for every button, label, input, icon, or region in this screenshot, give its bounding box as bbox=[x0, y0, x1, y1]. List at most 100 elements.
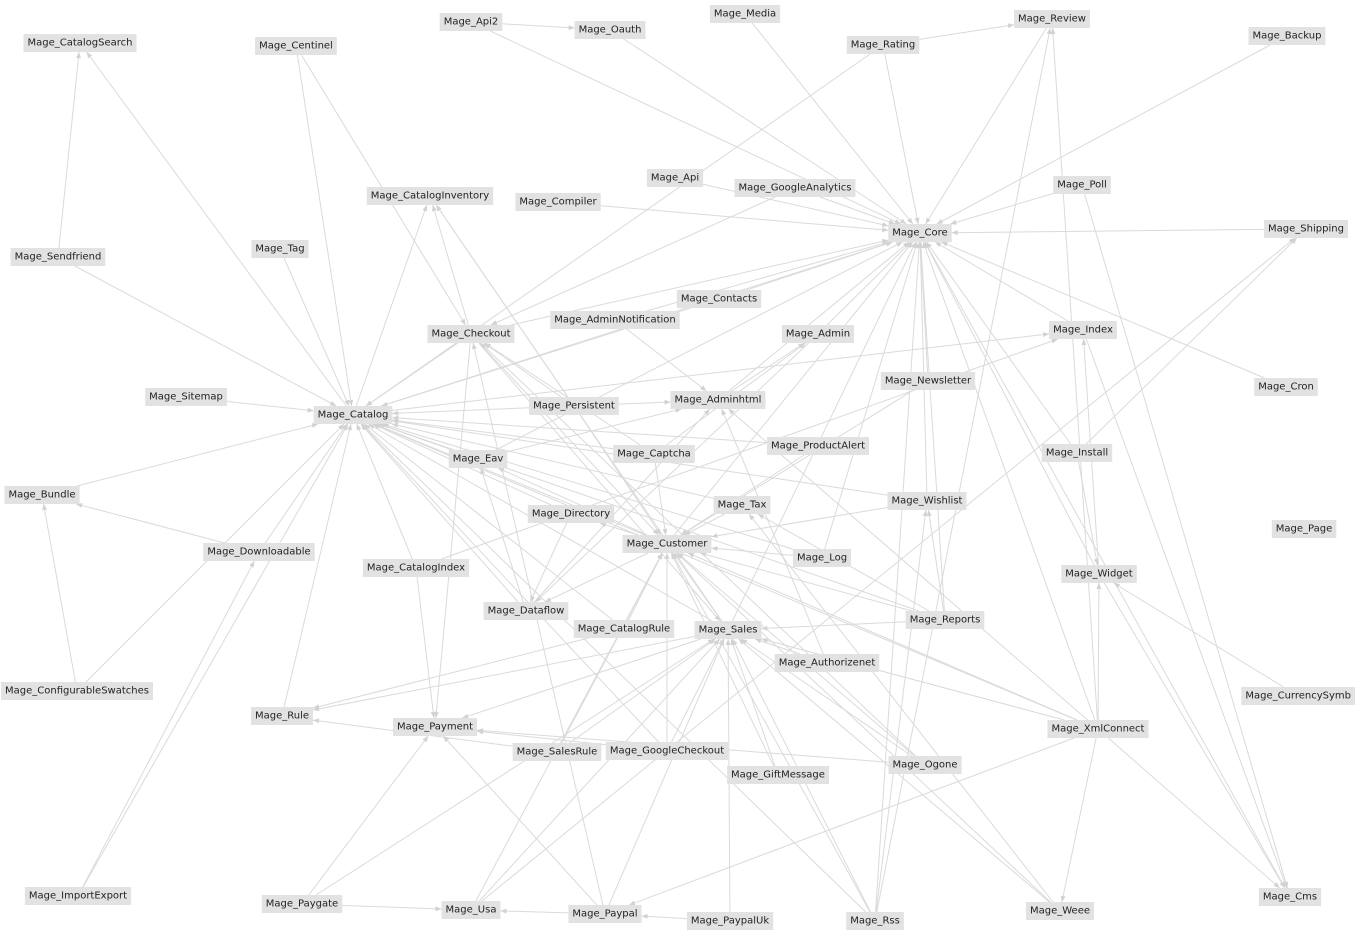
node-mage-paypaluk[interactable]: Mage_PaypalUk bbox=[686, 912, 774, 930]
node-mage-payment[interactable]: Mage_Payment bbox=[393, 718, 477, 736]
node-mage-paypal[interactable]: Mage_Paypal bbox=[568, 905, 642, 923]
node-mage-eav[interactable]: Mage_Eav bbox=[448, 450, 508, 468]
node-mage-install[interactable]: Mage_Install bbox=[1041, 444, 1113, 462]
node-mage-adminhtml[interactable]: Mage_Adminhtml bbox=[670, 391, 766, 409]
node-mage-weee[interactable]: Mage_Weee bbox=[1026, 902, 1094, 920]
node-label: Mage_Widget bbox=[1065, 569, 1133, 580]
node-mage-rss[interactable]: Mage_Rss bbox=[846, 912, 904, 930]
node-box bbox=[846, 36, 920, 54]
edge-arrowhead bbox=[344, 399, 349, 406]
node-label: Mage_XmlConnect bbox=[1052, 724, 1145, 735]
node-mage-oauth[interactable]: Mage_Oauth bbox=[574, 21, 646, 39]
edge-arrowhead bbox=[382, 423, 389, 429]
node-box bbox=[515, 193, 601, 211]
edge-arrowhead bbox=[629, 900, 636, 906]
edge-arrowhead bbox=[599, 522, 607, 528]
node-mage-cataloginventory[interactable]: Mage_CatalogInventory bbox=[366, 187, 494, 205]
node-mage-tag[interactable]: Mage_Tag bbox=[251, 240, 309, 258]
node-mage-dataflow[interactable]: Mage_Dataflow bbox=[483, 602, 569, 620]
node-mage-checkout[interactable]: Mage_Checkout bbox=[427, 325, 515, 343]
node-mage-reports[interactable]: Mage_Reports bbox=[905, 611, 985, 629]
node-mage-salesrule[interactable]: Mage_SalesRule bbox=[512, 743, 602, 761]
node-mage-adminnotification[interactable]: Mage_AdminNotification bbox=[550, 311, 680, 329]
node-mage-centinel[interactable]: Mage_Centinel bbox=[255, 37, 337, 55]
node-box bbox=[251, 707, 313, 725]
node-box bbox=[670, 391, 766, 409]
node-mage-api2[interactable]: Mage_Api2 bbox=[439, 13, 503, 31]
node-mage-sales[interactable]: Mage_Sales bbox=[694, 621, 762, 639]
node-mage-admin[interactable]: Mage_Admin bbox=[781, 325, 854, 343]
node-mage-googleanalytics[interactable]: Mage_GoogleAnalytics bbox=[734, 179, 856, 197]
node-mage-paygate[interactable]: Mage_Paygate bbox=[261, 895, 343, 913]
edge-mage-tax-to-mage-catalog bbox=[391, 423, 714, 499]
node-mage-downloadable[interactable]: Mage_Downloadable bbox=[203, 543, 315, 561]
node-label: Mage_Admin bbox=[786, 329, 850, 340]
edge-mage-centinel-to-mage-catalog bbox=[296, 54, 353, 407]
edge-arrowhead bbox=[366, 400, 373, 406]
node-mage-core[interactable]: Mage_Core bbox=[888, 224, 952, 242]
edge-mage-catalog-to-mage-catalogsearch bbox=[86, 51, 347, 407]
node-mage-review[interactable]: Mage_Review bbox=[1014, 10, 1090, 28]
node-label: Mage_Persistent bbox=[533, 401, 615, 412]
edge-arrowhead bbox=[329, 401, 337, 406]
node-label: Mage_GoogleCheckout bbox=[610, 746, 724, 757]
edge-mage-xmlconnect-to-mage-catalog bbox=[374, 423, 1077, 721]
node-label: Mage_Customer bbox=[627, 539, 709, 550]
node-mage-customer[interactable]: Mage_Customer bbox=[622, 535, 712, 553]
node-mage-cms[interactable]: Mage_Cms bbox=[1258, 888, 1322, 906]
node-mage-importexport[interactable]: Mage_ImportExport bbox=[24, 887, 132, 905]
node-mage-catalog[interactable]: Mage_Catalog bbox=[313, 406, 393, 424]
node-mage-index[interactable]: Mage_Index bbox=[1049, 321, 1117, 339]
node-mage-directory[interactable]: Mage_Directory bbox=[527, 505, 615, 523]
node-mage-productalert[interactable]: Mage_ProductAlert bbox=[767, 437, 869, 455]
node-mage-compiler[interactable]: Mage_Compiler bbox=[515, 193, 601, 211]
edge-arrowhead bbox=[1282, 881, 1287, 888]
node-mage-currencysymb[interactable]: Mage_CurrencySymb bbox=[1241, 687, 1355, 705]
node-mage-xmlconnect[interactable]: Mage_XmlConnect bbox=[1047, 720, 1149, 738]
edge-mage-eav-to-mage-core bbox=[495, 241, 903, 451]
node-label: Mage_Weee bbox=[1030, 906, 1090, 917]
node-mage-poll[interactable]: Mage_Poll bbox=[1053, 176, 1111, 194]
node-mage-log[interactable]: Mage_Log bbox=[792, 549, 851, 567]
node-mage-wishlist[interactable]: Mage_Wishlist bbox=[887, 492, 967, 510]
node-mage-ogone[interactable]: Mage_Ogone bbox=[888, 756, 962, 774]
node-mage-sendfriend[interactable]: Mage_Sendfriend bbox=[10, 248, 106, 266]
node-mage-rating[interactable]: Mage_Rating bbox=[846, 36, 920, 54]
node-mage-giftmessage[interactable]: Mage_GiftMessage bbox=[727, 766, 829, 784]
node-label: Mage_Compiler bbox=[519, 197, 597, 208]
node-mage-rule[interactable]: Mage_Rule bbox=[251, 707, 313, 725]
node-mage-page[interactable]: Mage_Page bbox=[1271, 520, 1337, 538]
node-mage-cron[interactable]: Mage_Cron bbox=[1254, 378, 1318, 396]
edge-mage-xmlconnect-to-mage-cms bbox=[1107, 737, 1281, 889]
node-label: Mage_ProductAlert bbox=[771, 441, 865, 452]
edge-mage-productalert-to-mage-customer bbox=[680, 454, 805, 536]
node-label: Mage_Page bbox=[1276, 524, 1332, 535]
edge-mage-paypal-to-mage-checkout bbox=[472, 342, 604, 906]
edge-mage-bundle-to-mage-catalog bbox=[76, 423, 319, 487]
node-mage-backup[interactable]: Mage_Backup bbox=[1248, 27, 1326, 45]
edge-mage-xmlconnect-to-mage-customer bbox=[687, 552, 1078, 721]
node-mage-persistent[interactable]: Mage_Persistent bbox=[529, 397, 619, 415]
edge-arrowhead bbox=[907, 217, 913, 224]
edge-arrowhead bbox=[732, 639, 738, 646]
edge-arrowhead bbox=[894, 219, 901, 224]
node-mage-configurableswatches[interactable]: Mage_ConfigurableSwatches bbox=[1, 682, 153, 700]
node-mage-widget[interactable]: Mage_Widget bbox=[1061, 565, 1137, 583]
edge-arrowhead bbox=[713, 639, 720, 646]
node-mage-authorizenet[interactable]: Mage_Authorizenet bbox=[774, 654, 880, 672]
node-mage-catalogindex[interactable]: Mage_CatalogIndex bbox=[362, 559, 470, 577]
node-mage-sitemap[interactable]: Mage_Sitemap bbox=[145, 388, 227, 406]
node-mage-catalogrule[interactable]: Mage_CatalogRule bbox=[573, 620, 675, 638]
node-mage-catalogsearch[interactable]: Mage_CatalogSearch bbox=[23, 34, 137, 52]
node-mage-bundle[interactable]: Mage_Bundle bbox=[4, 486, 80, 504]
node-mage-media[interactable]: Mage_Media bbox=[709, 5, 781, 23]
node-mage-usa[interactable]: Mage_Usa bbox=[441, 901, 501, 919]
node-mage-newsletter[interactable]: Mage_Newsletter bbox=[880, 372, 976, 390]
node-mage-contacts[interactable]: Mage_Contacts bbox=[676, 290, 762, 308]
node-mage-captcha[interactable]: Mage_Captcha bbox=[613, 445, 695, 463]
node-mage-api[interactable]: Mage_Api bbox=[646, 169, 704, 187]
edge-mage-customer-to-mage-dataflow bbox=[544, 552, 649, 603]
node-mage-googlecheckout[interactable]: Mage_GoogleCheckout bbox=[605, 742, 729, 760]
node-mage-shipping[interactable]: Mage_Shipping bbox=[1264, 220, 1348, 238]
node-mage-tax[interactable]: Mage_Tax bbox=[713, 496, 771, 514]
